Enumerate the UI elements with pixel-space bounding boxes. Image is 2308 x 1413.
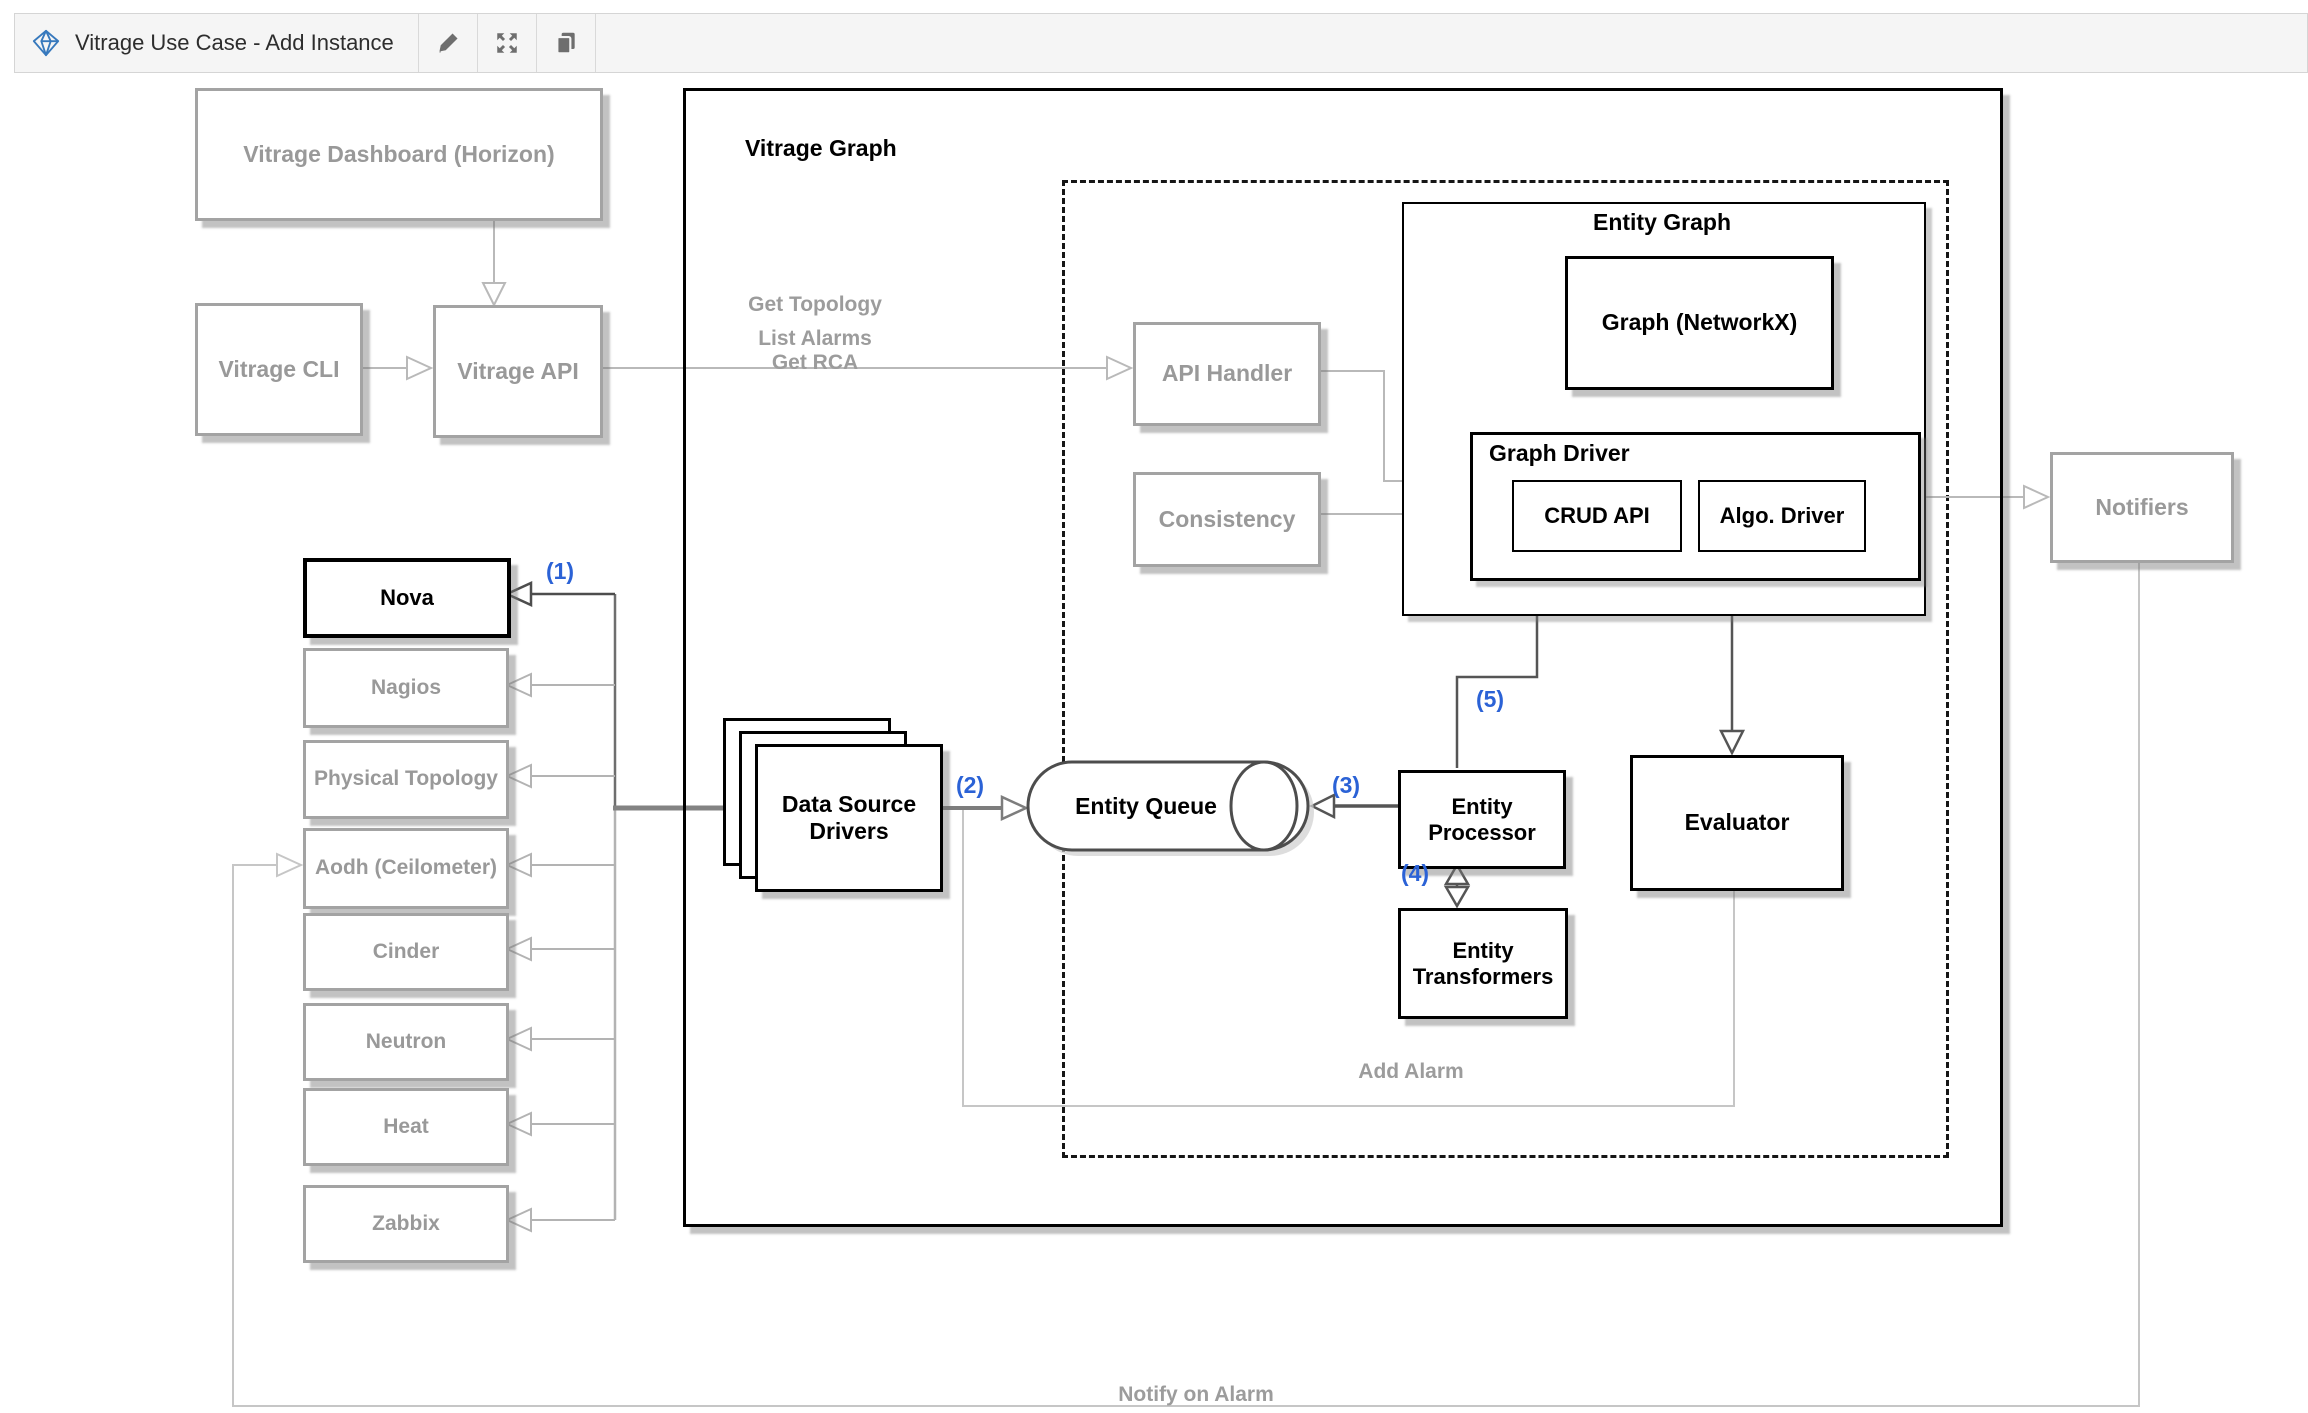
node-vitrage-dashboard: Vitrage Dashboard (Horizon) — [195, 88, 603, 221]
copy-pages-icon — [556, 32, 575, 55]
viewer-toolbar: Vitrage Use Case - Add Instance — [14, 13, 2308, 73]
node-graph-networkx: Graph (NetworkX) — [1565, 256, 1834, 390]
edge-step1-to-nova — [503, 581, 615, 607]
label-step-3: (3) — [1331, 772, 1361, 798]
graph-driver-label: Graph Driver — [1489, 440, 1630, 466]
node-source-heat: Heat — [303, 1088, 509, 1166]
label-notify-on-alarm: Notify on Alarm — [1118, 1383, 1274, 1406]
label-step-4: (4) — [1400, 860, 1430, 886]
node-source-zabbix: Zabbix — [303, 1185, 509, 1263]
node-vitrage-cli: Vitrage CLI — [195, 303, 363, 436]
entity-graph-label: Entity Graph — [1592, 209, 1731, 235]
node-entity-processor: Entity Processor — [1398, 770, 1566, 869]
node-source-cinder: Cinder — [303, 913, 509, 991]
node-source-nagios: Nagios — [303, 648, 509, 728]
label-list-alarms: List Alarms — [758, 327, 872, 350]
edge-cli-to-api — [357, 355, 434, 381]
edge-dashboard-to-api — [481, 215, 507, 308]
label-get-topology: Get Topology — [748, 293, 882, 316]
node-source-neutron: Neutron — [303, 1003, 509, 1081]
edge-trunk-to-sources — [504, 672, 615, 1233]
node-source-aodh: Aodh (Ceilometer) — [303, 828, 509, 909]
node-vitrage-api: Vitrage API — [433, 305, 603, 438]
edit-button[interactable] — [417, 14, 477, 72]
node-api-handler: API Handler — [1133, 322, 1321, 426]
node-consistency: Consistency — [1133, 472, 1321, 567]
label-add-alarm: Add Alarm — [1358, 1060, 1464, 1083]
node-notifiers: Notifiers — [2050, 452, 2234, 563]
vitrage-graph-label: Vitrage Graph — [745, 135, 897, 161]
label-get-rca: Get RCA — [771, 351, 859, 374]
node-source-physical-topology: Physical Topology — [303, 740, 509, 819]
drawio-diamond-logo-icon — [32, 29, 60, 57]
node-evaluator: Evaluator — [1630, 755, 1844, 891]
toolbar-spacer — [594, 14, 2307, 72]
node-entity-transformers: Entity Transformers — [1398, 908, 1568, 1019]
label-step-2: (2) — [955, 772, 985, 798]
node-crud-api: CRUD API — [1512, 480, 1682, 552]
label-step-1: (1) — [545, 558, 575, 584]
node-entity-queue-label: Entity Queue — [1075, 792, 1217, 819]
expand-arrows-icon — [497, 33, 517, 53]
diagram-title-area: Vitrage Use Case - Add Instance — [15, 14, 418, 72]
node-data-source-drivers: Data Source Drivers — [755, 744, 943, 892]
label-step-5: (5) — [1475, 686, 1505, 712]
node-algo-driver: Algo. Driver — [1698, 480, 1866, 552]
node-source-nova: Nova — [303, 558, 511, 638]
copy-button[interactable] — [535, 14, 595, 72]
fullscreen-button[interactable] — [476, 14, 536, 72]
diagram-title: Vitrage Use Case - Add Instance — [75, 30, 394, 55]
pencil-icon — [439, 33, 458, 53]
